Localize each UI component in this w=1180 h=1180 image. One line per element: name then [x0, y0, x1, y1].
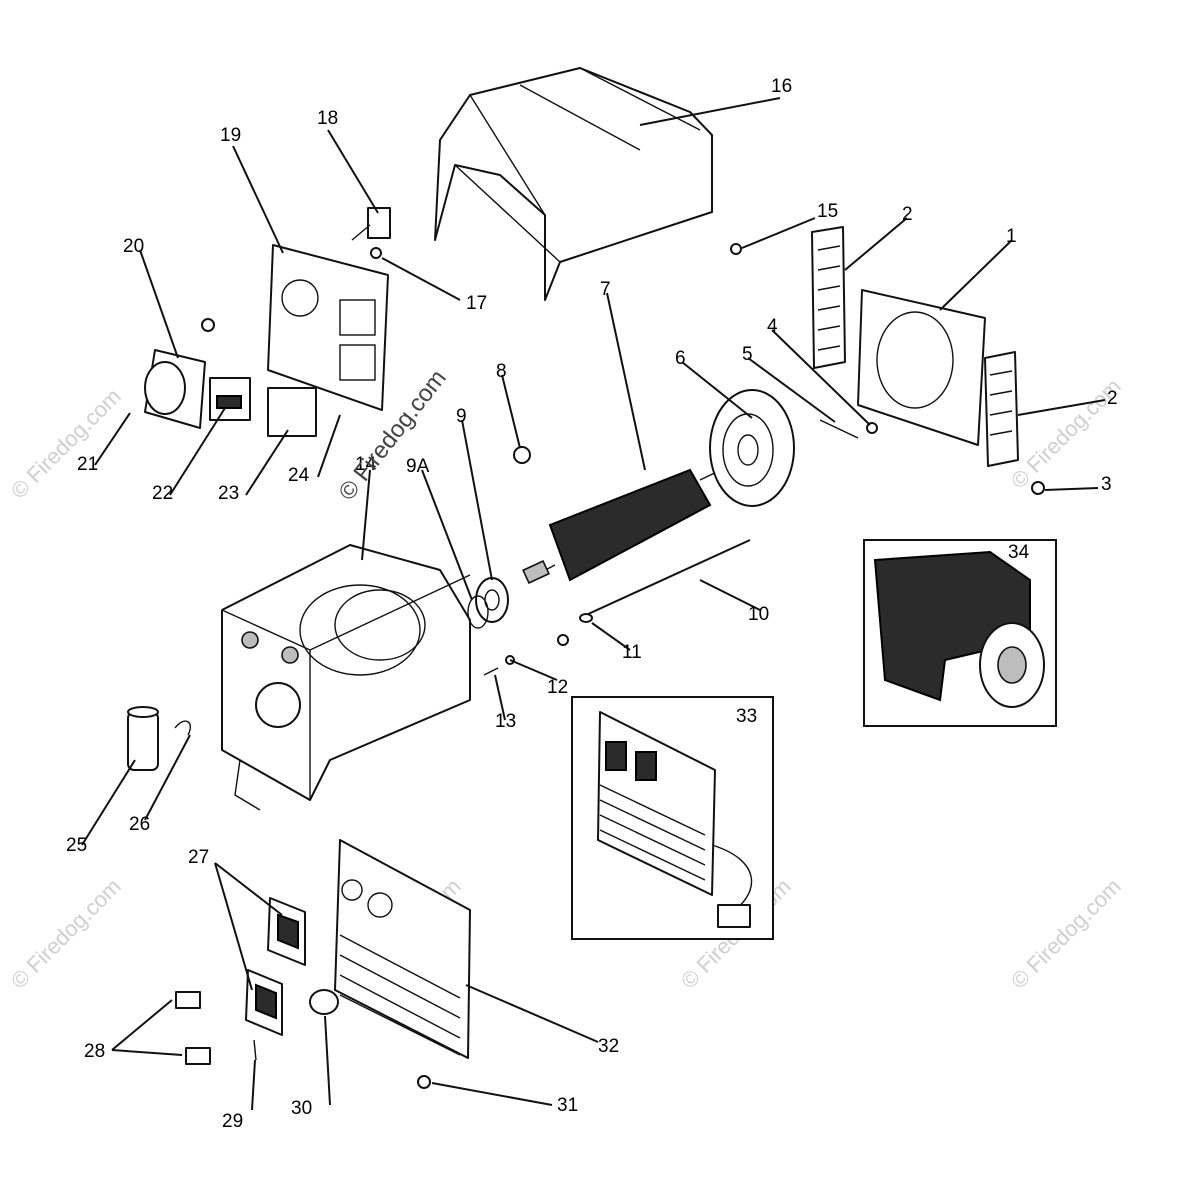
- callout-3: 3: [1101, 474, 1112, 495]
- part-5-bolt: [819, 419, 859, 439]
- callout-24: 24: [288, 465, 310, 486]
- part-1-end-bell: [857, 289, 986, 446]
- callout-14: 14: [355, 454, 377, 475]
- part-25-capacitor: [127, 706, 159, 771]
- callout-19: 19: [220, 125, 241, 146]
- callout-2: 2: [1107, 388, 1118, 409]
- part-18-switch: [351, 207, 391, 241]
- watermark-tile: © Firedog.com: [1006, 874, 1126, 994]
- part-31-screw: [417, 1075, 431, 1089]
- part-16-top-cover: [434, 67, 713, 301]
- part-32-panel: [334, 839, 471, 1059]
- leader-lines: [81, 97, 1106, 1111]
- callout-10: 10: [748, 604, 769, 625]
- callout-9a: 9A: [406, 456, 430, 477]
- part-27-receptacle-lower: [245, 969, 283, 1036]
- part-12-nut: [557, 634, 569, 646]
- watermark-tile: © Firedog.com: [6, 384, 126, 504]
- callout-21: 21: [77, 454, 98, 475]
- part-22-meter: [209, 377, 251, 421]
- callout-1: 1: [1006, 226, 1017, 247]
- part-26-clip: [174, 720, 192, 736]
- generator-housing: [221, 544, 471, 811]
- part-8-brush: [513, 446, 531, 464]
- part-28-switch-lower: [185, 1047, 211, 1065]
- callout-18: 18: [317, 108, 338, 129]
- part-9a-ring: [467, 595, 489, 629]
- callout-31: 31: [557, 1095, 578, 1116]
- callout-27: 27: [188, 847, 209, 868]
- callout-6: 6: [675, 348, 686, 369]
- part-11-washer: [579, 613, 593, 623]
- callout-15: 15: [817, 201, 838, 222]
- callout-7: 7: [600, 279, 611, 300]
- callout-9: 9: [456, 406, 467, 427]
- part-23-breaker: [267, 387, 317, 437]
- callout-32: 32: [598, 1036, 619, 1057]
- callout-13: 13: [495, 711, 516, 732]
- part-10-thru-bolt: [585, 539, 751, 616]
- callout-numbers: 1 2 2 3 4 5 6 7 8 9 9A 10 11 12 13 14 15…: [66, 76, 1118, 1132]
- watermark-tile: © Firedog.com: [6, 874, 126, 994]
- part-34-assembly: [873, 550, 1045, 708]
- callout-4: 4: [767, 316, 778, 337]
- part-17-nut: [370, 247, 382, 259]
- callout-30: 30: [291, 1098, 312, 1119]
- part-2-grille-left: [811, 226, 846, 369]
- callout-29: 29: [222, 1111, 243, 1132]
- part-33-panel: [597, 711, 753, 928]
- callout-2: 2: [902, 204, 913, 225]
- callout-28: 28: [84, 1041, 105, 1062]
- part-13-screw: [483, 667, 499, 676]
- part-29-screw: [253, 1039, 257, 1061]
- callout-12: 12: [547, 677, 568, 698]
- part-19-control-panel: [267, 244, 389, 411]
- part-9-bearing: [475, 577, 509, 623]
- callout-25: 25: [66, 835, 87, 856]
- part-2-grille-right: [984, 351, 1019, 467]
- part-27-receptacle-upper: [267, 897, 306, 966]
- callout-33: 33: [736, 706, 757, 727]
- callout-8: 8: [496, 361, 507, 382]
- callout-11: 11: [622, 642, 642, 663]
- callout-5: 5: [742, 344, 753, 365]
- part-28-switch-upper: [175, 991, 201, 1009]
- part-15-screw: [730, 243, 742, 255]
- callout-26: 26: [129, 814, 150, 835]
- part-3-screw: [1031, 481, 1045, 495]
- callout-34: 34: [1008, 542, 1030, 563]
- callout-17: 17: [466, 293, 487, 314]
- callout-20: 20: [123, 236, 144, 257]
- callout-22: 22: [152, 483, 173, 504]
- part-6-fan: [709, 389, 795, 507]
- callout-16: 16: [771, 76, 792, 97]
- part-30-knob: [309, 989, 339, 1015]
- part-20-washer: [201, 318, 215, 332]
- callout-23: 23: [218, 483, 239, 504]
- part-7-rotor: [522, 467, 726, 585]
- part-20-outlet: [144, 349, 206, 429]
